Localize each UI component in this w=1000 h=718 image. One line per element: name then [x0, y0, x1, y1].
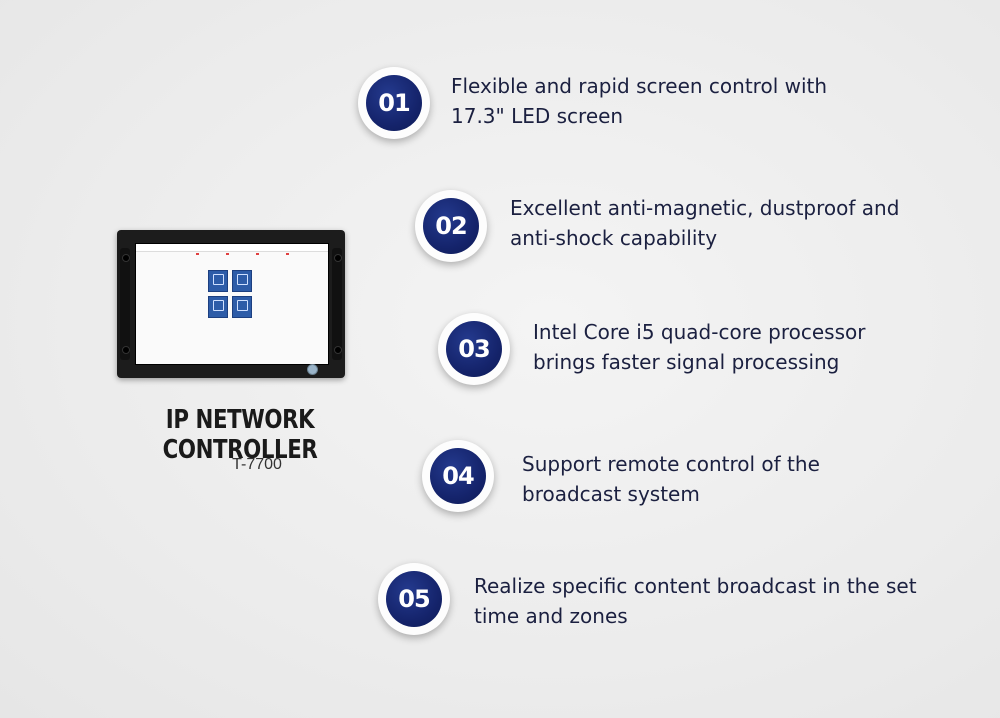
- feature-text-line: anti-shock capability: [510, 226, 718, 250]
- feature-text-line: 17.3" LED screen: [451, 104, 624, 128]
- feature-text: Flexible and rapid screen control with 1…: [451, 71, 921, 131]
- feature-number-badge: 04: [422, 440, 494, 512]
- feature-text-line: Flexible and rapid screen control with: [451, 74, 828, 98]
- feature-number: 02: [423, 198, 479, 254]
- product-image: [117, 230, 345, 378]
- feature-text: Intel Core i5 quad-core processor brings…: [533, 317, 1000, 377]
- feature-text-line: time and zones: [474, 604, 628, 628]
- screen-app-tile: [232, 296, 252, 318]
- screen-app-tile: [232, 270, 252, 292]
- product-title: IP NETWORK CONTROLLER: [162, 405, 318, 465]
- power-button-icon: [307, 364, 318, 375]
- feature-text-line: Realize specific content broadcast in th…: [474, 574, 917, 598]
- feature-number: 03: [446, 321, 502, 377]
- rack-ear-left: [120, 248, 130, 360]
- feature-number: 01: [366, 75, 422, 131]
- product-model: T-7700: [232, 456, 282, 473]
- feature-number-badge: 05: [378, 563, 450, 635]
- screen-menu-dot: [256, 253, 259, 255]
- screen-menu-dot: [286, 253, 289, 255]
- rack-hole: [334, 346, 342, 354]
- feature-text: Support remote control of the broadcast …: [522, 449, 992, 509]
- feature-text-line: Intel Core i5 quad-core processor: [533, 320, 866, 344]
- device-screen: [135, 243, 329, 365]
- screen-menu-dot: [196, 253, 199, 255]
- rack-hole: [122, 346, 130, 354]
- feature-text: Excellent anti-magnetic, dustproof and a…: [510, 193, 980, 253]
- feature-text: Realize specific content broadcast in th…: [474, 571, 944, 631]
- feature-number: 04: [430, 448, 486, 504]
- screen-title-bar: [136, 244, 328, 252]
- feature-number: 05: [386, 571, 442, 627]
- feature-text-line: Excellent anti-magnetic, dustproof and: [510, 196, 900, 220]
- feature-text-line: broadcast system: [522, 482, 700, 506]
- rack-ear-right: [332, 248, 342, 360]
- screen-menu-dot: [226, 253, 229, 255]
- screen-app-tile: [208, 270, 228, 292]
- feature-number-badge: 03: [438, 313, 510, 385]
- rack-hole: [334, 254, 342, 262]
- screen-app-tile: [208, 296, 228, 318]
- feature-number-badge: 01: [358, 67, 430, 139]
- rack-hole: [122, 254, 130, 262]
- feature-text-line: brings faster signal processing: [533, 350, 840, 374]
- feature-text-line: Support remote control of the: [522, 452, 820, 476]
- feature-number-badge: 02: [415, 190, 487, 262]
